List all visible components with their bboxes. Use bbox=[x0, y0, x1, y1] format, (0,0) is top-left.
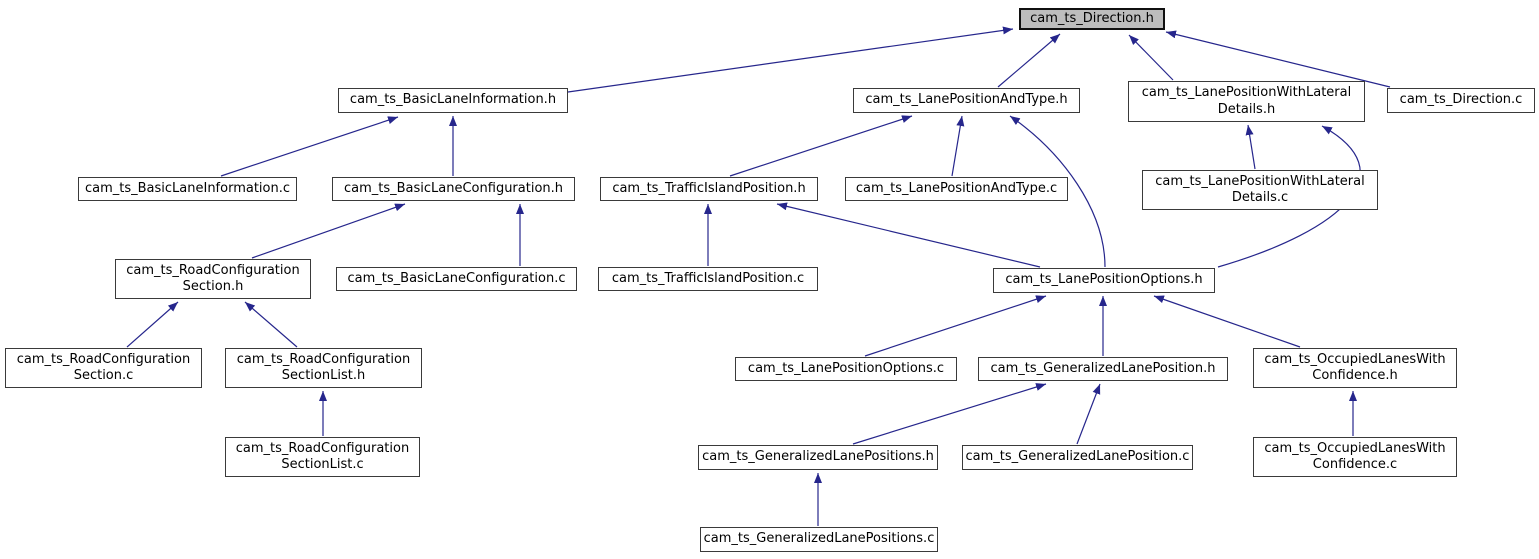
edge-lane_position_with_lateral_details_c-to-lane_position_with_lateral_details_h bbox=[1245, 124, 1256, 170]
edge-basic_lane_information_h-to-direction_h bbox=[567, 26, 1014, 93]
node-lane_position_options_c[interactable]: cam_ts_LanePositionOptions.c bbox=[735, 357, 957, 381]
node-lane_position_with_lateral_details_c[interactable]: cam_ts_LanePositionWithLateral Details.c bbox=[1142, 170, 1378, 210]
edge-lane_position_options_h-to-lane_position_and_type_h bbox=[1009, 115, 1106, 268]
node-generalized_lane_positions_h[interactable]: cam_ts_GeneralizedLanePositions.h bbox=[698, 445, 938, 470]
node-generalized_lane_position_h[interactable]: cam_ts_GeneralizedLanePosition.h bbox=[978, 357, 1228, 381]
edge-lane_position_options_h-to-traffic_island_position_h bbox=[776, 202, 1041, 268]
node-traffic_island_position_c[interactable]: cam_ts_TrafficIslandPosition.c bbox=[598, 267, 818, 291]
edge-lane_position_options_c-to-lane_position_options_h bbox=[864, 295, 1047, 357]
node-direction_h: cam_ts_Direction.h bbox=[1019, 8, 1165, 30]
edge-road_configuration_section_list_h-to-road_configuration_section_h bbox=[244, 301, 298, 348]
edge-direction_c-to-direction_h bbox=[1165, 30, 1391, 88]
edge-road_configuration_section_c-to-road_configuration_section_h bbox=[126, 301, 179, 348]
node-road_configuration_section_h[interactable]: cam_ts_RoadConfiguration Section.h bbox=[115, 259, 311, 299]
node-direction_c[interactable]: cam_ts_Direction.c bbox=[1387, 88, 1535, 113]
node-road_configuration_section_list_h[interactable]: cam_ts_RoadConfiguration SectionList.h bbox=[225, 348, 422, 388]
edge-road_configuration_section_h-to-basic_lane_configuration_h bbox=[251, 203, 406, 259]
node-traffic_island_position_h[interactable]: cam_ts_TrafficIslandPosition.h bbox=[600, 177, 818, 201]
node-basic_lane_configuration_c[interactable]: cam_ts_BasicLaneConfiguration.c bbox=[336, 267, 577, 291]
edge-occupied_lanes_with_confidence_h-to-lane_position_options_h bbox=[1153, 295, 1301, 348]
node-basic_lane_information_c[interactable]: cam_ts_BasicLaneInformation.c bbox=[78, 177, 297, 201]
node-lane_position_and_type_h[interactable]: cam_ts_LanePositionAndType.h bbox=[853, 88, 1080, 113]
edge-traffic_island_position_h-to-lane_position_and_type_h bbox=[729, 115, 913, 177]
edge-lane_position_and_type_h-to-direction_h bbox=[997, 33, 1061, 88]
node-occupied_lanes_with_confidence_h[interactable]: cam_ts_OccupiedLanesWith Confidence.h bbox=[1253, 348, 1457, 388]
edge-generalized_lane_position_c-to-generalized_lane_position_h bbox=[1076, 383, 1101, 445]
edge-generalized_lane_positions_h-to-generalized_lane_position_h bbox=[852, 383, 1047, 445]
node-road_configuration_section_list_c[interactable]: cam_ts_RoadConfiguration SectionList.c bbox=[225, 437, 420, 477]
node-generalized_lane_positions_c[interactable]: cam_ts_GeneralizedLanePositions.c bbox=[700, 527, 938, 552]
node-lane_position_and_type_c[interactable]: cam_ts_LanePositionAndType.c bbox=[845, 177, 1068, 201]
node-lane_position_with_lateral_details_h[interactable]: cam_ts_LanePositionWithLateral Details.h bbox=[1128, 81, 1365, 122]
node-basic_lane_information_h[interactable]: cam_ts_BasicLaneInformation.h bbox=[338, 88, 568, 113]
edge-lane_position_and_type_c-to-lane_position_and_type_h bbox=[951, 115, 965, 177]
edge-basic_lane_information_c-to-basic_lane_information_h bbox=[220, 116, 399, 177]
node-basic_lane_configuration_h[interactable]: cam_ts_BasicLaneConfiguration.h bbox=[332, 177, 575, 201]
edge-lane_position_with_lateral_details_h-to-direction_h bbox=[1128, 34, 1174, 81]
node-generalized_lane_position_c[interactable]: cam_ts_GeneralizedLanePosition.c bbox=[962, 445, 1193, 470]
node-occupied_lanes_with_confidence_c[interactable]: cam_ts_OccupiedLanesWith Confidence.c bbox=[1253, 437, 1457, 477]
node-lane_position_options_h[interactable]: cam_ts_LanePositionOptions.h bbox=[993, 268, 1215, 293]
node-road_configuration_section_c[interactable]: cam_ts_RoadConfiguration Section.c bbox=[5, 348, 202, 388]
